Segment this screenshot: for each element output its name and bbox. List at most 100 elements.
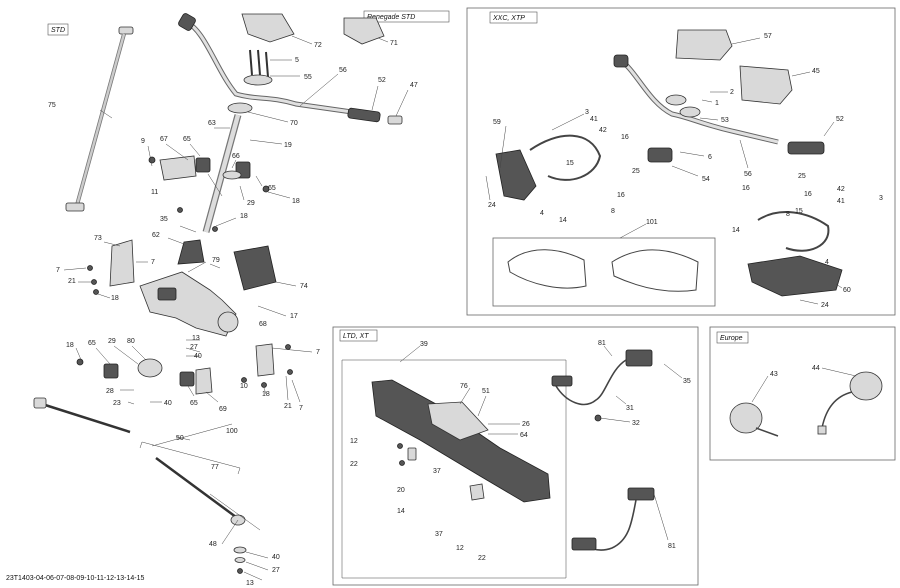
bracket-101-left [507,249,587,289]
bolt-9 [148,156,156,164]
callout-16-c: 16 [742,185,750,192]
callout-72: 72 [314,42,322,49]
callout-8-b: 8 [786,211,790,218]
callout-16-b: 16 [617,192,625,199]
callout-45: 45 [812,68,820,75]
callout-75: 75 [48,102,56,109]
callout-71: 71 [390,40,398,47]
callout-13-b: 13 [246,580,254,587]
rod-end-left [33,397,47,409]
tie-rod-77 [155,456,241,522]
callout-37-b: 37 [435,531,443,538]
grip-left [178,13,196,31]
callout-65-d: 65 [190,400,198,407]
boot-62 [177,239,205,265]
screw-22a [399,460,405,466]
callout-60: 60 [843,287,851,294]
callout-29-b: 29 [108,338,116,345]
callout-17: 17 [290,313,298,320]
callout-12-b: 12 [456,545,464,552]
bar-end-47 [387,115,403,125]
bolt-10 [241,377,247,383]
callout-40-b: 40 [164,400,172,407]
callout-9: 9 [141,138,145,145]
clamp-70 [227,102,253,114]
pad-57 [675,29,733,61]
callout-1: 1 [715,100,719,107]
callout-12-a: 12 [350,438,358,445]
bracket-67 [159,155,197,181]
handguard-60 [747,255,843,297]
nut-7a [87,265,93,271]
callout-81-a: 81 [598,340,606,347]
callout-67: 67 [160,136,168,143]
grip-52-xxc [787,141,825,155]
panel-ltd-xt-frame [332,326,699,586]
screw-12a [397,443,403,449]
callout-41-b: 41 [837,198,845,205]
bushing-65c [103,363,119,379]
callout-101: 101 [646,219,658,226]
callout-3-b: 3 [879,195,883,202]
connector-81b [571,537,597,551]
bushing-65d [179,371,195,387]
callout-5: 5 [295,57,299,64]
leader-lines [63,35,857,581]
callout-31: 31 [626,405,634,412]
clamp-53 [679,106,701,118]
callout-8-a: 8 [611,208,615,215]
clamp-1 [665,94,687,106]
callout-73: 73 [94,235,102,242]
callout-13-a: 13 [192,335,200,342]
callout-22-b: 22 [478,555,486,562]
tag-ltd-box [339,329,378,342]
washer-29a [222,170,242,180]
callout-50: 50 [176,435,184,442]
module-81b [627,487,655,501]
callout-25-b: 25 [798,173,806,180]
callout-24-a: 24 [488,202,496,209]
bracket-100-line [139,441,241,475]
callout-41-a: 41 [590,116,598,123]
tag-std-box [47,23,69,36]
callout-14-b: 14 [732,227,740,234]
tag-xxc: XXC, XTP [492,15,525,22]
callout-18-a: 18 [292,198,300,205]
steering-column-75 [65,26,134,212]
callout-4-a: 4 [540,210,544,217]
callout-7-a: 7 [56,267,60,274]
connector-81a [551,375,573,387]
callout-44: 44 [812,365,820,372]
callout-42-b: 42 [837,186,845,193]
callout-19: 19 [284,142,292,149]
mirror-44 [817,371,883,435]
panel-101-frame [492,237,716,307]
washer-40c [233,546,247,554]
callout-52: 52 [378,77,386,84]
callout-35: 35 [160,216,168,223]
nut-18c [93,289,99,295]
callout-18-d: 18 [66,342,74,349]
callout-100: 100 [226,428,238,435]
callout-56: 56 [339,67,347,74]
callout-66: 66 [232,153,240,160]
handguard-59 [495,149,537,201]
callout-43: 43 [770,371,778,378]
callout-27-b: 27 [272,567,280,574]
bracket-37a [407,447,417,461]
drawing-code: 23T1403-04-06-07-08-09-10-11-12-13-14-15 [6,575,145,582]
callout-21-a: 21 [68,278,76,285]
callout-4-b: 4 [825,259,829,266]
tag-renegade-box [363,10,450,23]
callout-77: 77 [211,464,219,471]
bolt-11 [177,207,183,213]
callout-37-a: 37 [433,468,441,475]
callout-26: 26 [522,421,530,428]
tag-ltd: LTD, XT [343,333,369,340]
riser-63 [202,114,242,233]
callout-25-a: 25 [632,168,640,175]
pad-71 [343,17,385,45]
clamp-55 [243,74,273,86]
callout-65-a: 65 [183,136,191,143]
